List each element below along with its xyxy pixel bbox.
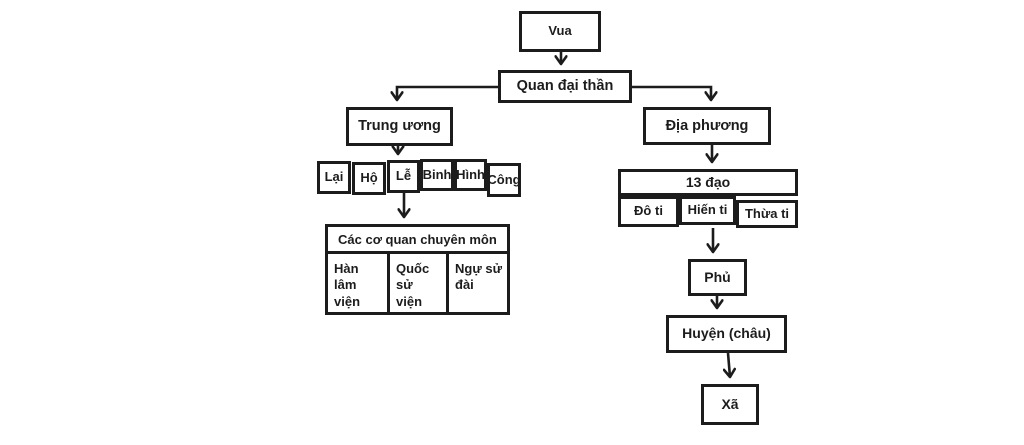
node-xa: Xã <box>701 384 759 425</box>
ministry-box-le: Lễ <box>387 160 420 193</box>
cell-ngu-su-dai: Ngự sử đài <box>455 261 502 293</box>
node-dia-phuong: Địa phương <box>643 107 771 145</box>
ministry-box-hinh: Hình <box>454 159 487 191</box>
table-body-chuyen-mon: Hàn lâm viện Quốc sử viện Ngự sử đài <box>328 254 507 312</box>
arrow-quan-to-dia-phuong <box>632 85 711 100</box>
table-chuyen-mon: Các cơ quan chuyên môn Hàn lâm viện Quốc… <box>325 224 510 315</box>
cell-quoc-su-vien: Quốc sử viện <box>390 254 449 312</box>
arrow-huyen-to-xa <box>728 352 730 377</box>
ministry-box-lai: Lại <box>317 161 351 194</box>
table-header-chuyen-mon: Các cơ quan chuyên môn <box>328 227 507 254</box>
node-huyen-chau: Huyện (châu) <box>666 315 787 353</box>
arrow-quan-to-trung-uong <box>397 85 498 100</box>
ministry-box-ho: Hộ <box>352 162 386 195</box>
cell-do-ti: Đô ti <box>618 196 679 227</box>
node-quan-dai-than: Quan đại thần <box>498 70 632 103</box>
node-13-dao: 13 đạo <box>618 169 798 196</box>
cell-thua-ti: Thừa ti <box>736 200 798 228</box>
ministry-box-cong: Công <box>487 163 521 197</box>
node-trung-uong: Trung ương <box>346 107 453 146</box>
cell-hien-ti: Hiến ti <box>679 196 736 225</box>
node-phu: Phủ <box>688 259 747 296</box>
ministry-box-binh: Binh <box>420 159 454 191</box>
cell-han-lam-vien: Hàn lâm viện <box>328 254 390 312</box>
node-vua: Vua <box>519 11 601 52</box>
